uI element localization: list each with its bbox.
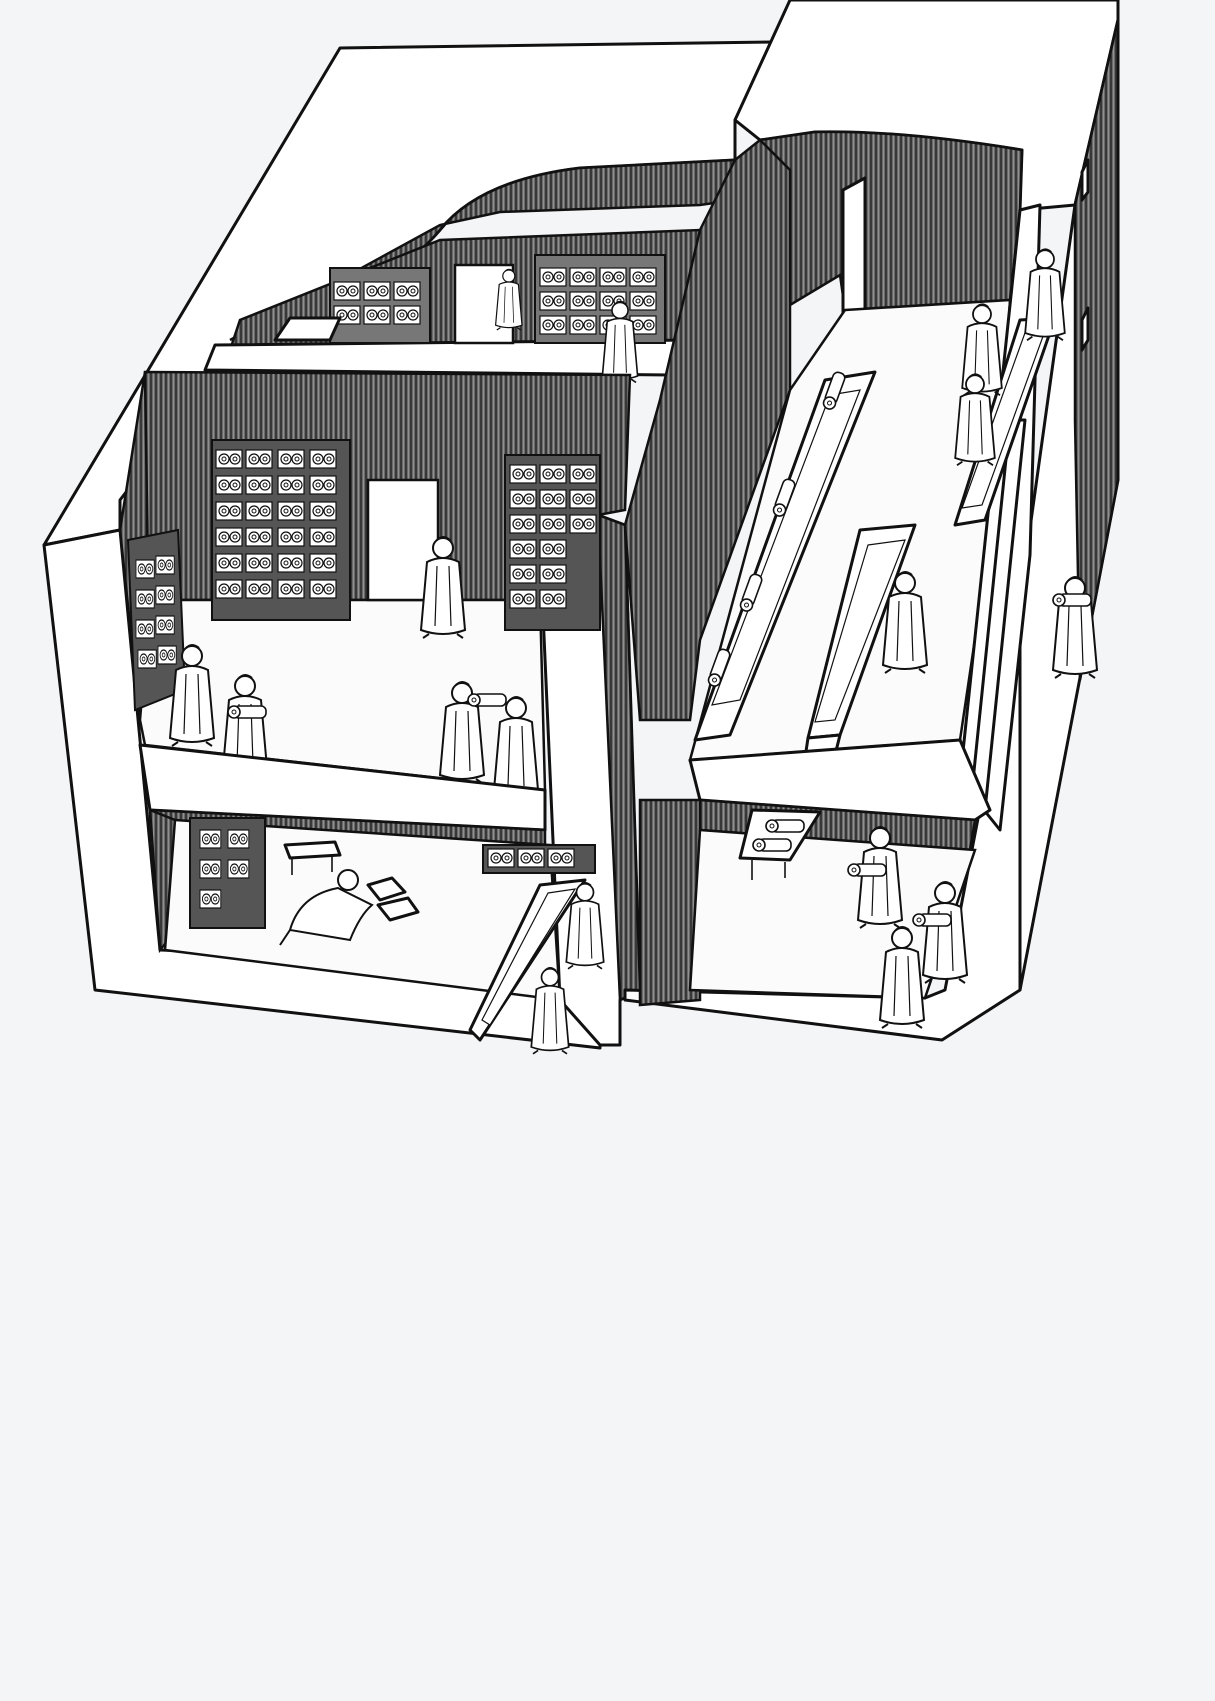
scroll-shelf-icon xyxy=(534,254,666,344)
scroll-shelf-icon xyxy=(504,454,601,631)
scroll-icon xyxy=(752,838,792,852)
scroll-shelf-icon xyxy=(211,439,351,621)
floor-slab xyxy=(688,738,992,822)
lower-storeroom xyxy=(638,798,977,1029)
back-rooms xyxy=(203,158,737,384)
lower-workroom xyxy=(148,808,605,1055)
scroll-icon xyxy=(1052,593,1092,607)
scroll-shelf-icon xyxy=(189,817,266,929)
main-hall xyxy=(118,370,632,799)
scroll-icon xyxy=(467,693,507,707)
scroll-icon xyxy=(912,913,952,927)
robed-figure-icon xyxy=(279,869,374,946)
scroll-shelf-icon xyxy=(329,267,431,344)
scroll-icon xyxy=(765,819,805,833)
scroll-shelf-icon xyxy=(482,844,596,874)
scroll-table-icon xyxy=(693,370,877,742)
scroll-table-icon xyxy=(468,878,587,1042)
scroll-icon xyxy=(847,863,887,877)
scroll-icon xyxy=(227,705,267,719)
